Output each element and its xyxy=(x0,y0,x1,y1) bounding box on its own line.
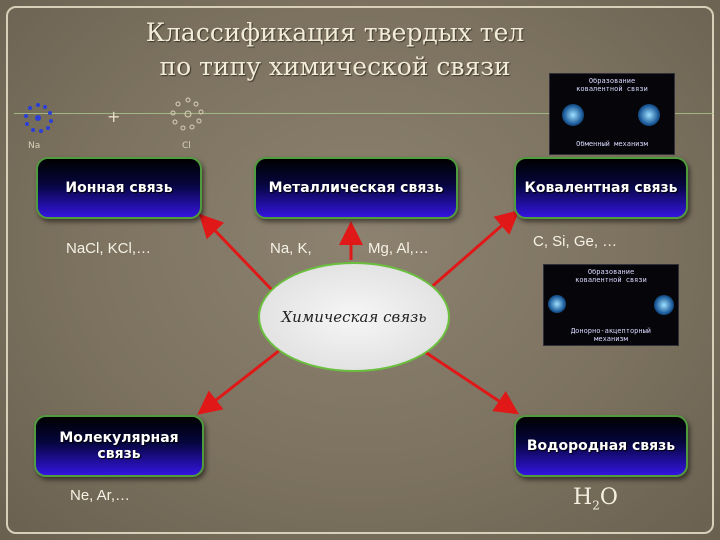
sodium-label: Na xyxy=(28,141,41,151)
exchange-inset-caption-3: Обменный механизм xyxy=(576,140,648,148)
sodium-ion-illustration xyxy=(24,103,53,133)
covalent-examples: C, Si, Ge, … xyxy=(533,233,618,250)
donor-acceptor-inset: Образование ковалентной связи Донорно-ак… xyxy=(543,264,679,346)
arrow-to-ionic xyxy=(198,213,274,292)
arrow-to-molecular xyxy=(197,348,281,415)
arrow-to-covalent xyxy=(427,210,520,292)
metallic-bond-label: Металлическая связь xyxy=(268,180,444,196)
atom-right-icon xyxy=(638,104,660,126)
arrow-to-hydrogen xyxy=(421,348,520,415)
covalent-bond-box: Ковалентная связь xyxy=(514,157,688,219)
ionic-examples: NaCl, KCl,… xyxy=(66,240,152,257)
hydrogen-bond-label: Водородная связь xyxy=(526,438,676,454)
covalent-bond-label: Ковалентная связь xyxy=(524,180,678,196)
donor-inset-caption-4: механизм xyxy=(594,335,628,343)
formula-o: O xyxy=(599,485,618,510)
divider-line xyxy=(14,113,714,114)
molecular-examples: Ne, Ar,… xyxy=(70,487,131,504)
donor-inset-caption-1: Образование xyxy=(587,268,635,276)
exchange-inset-caption-1: Образование xyxy=(588,77,636,85)
ionic-bond-label: Ионная связь xyxy=(65,180,173,196)
metallic-bond-box: Металлическая связь xyxy=(254,157,458,219)
molecular-bond-box: Молекулярная связь xyxy=(34,415,204,477)
water-formula: H2O xyxy=(573,485,618,512)
exchange-mechanism-inset: Образование ковалентной связи Обменный м… xyxy=(549,73,675,155)
exchange-inset-caption-2: ковалентной связи xyxy=(576,85,648,93)
molecular-bond-label: Молекулярная связь xyxy=(59,430,179,462)
donor-inset-caption-2: ковалентной связи xyxy=(575,276,647,284)
chemical-bond-center: Химическая связь xyxy=(258,262,450,372)
chlorine-label: Cl xyxy=(182,141,191,151)
title-line-1: Классификация твердых тел xyxy=(145,18,525,47)
formula-subscript: 2 xyxy=(592,498,600,513)
donor-atom-icon xyxy=(548,295,566,313)
center-label: Химическая связь xyxy=(281,308,427,326)
formula-h: H xyxy=(573,485,593,510)
ionic-bond-box: Ионная связь xyxy=(36,157,202,219)
metallic-examples-left: Na, K, xyxy=(270,240,312,257)
plus-sign: + xyxy=(107,107,121,126)
hydrogen-bond-box: Водородная связь xyxy=(514,415,688,477)
acceptor-atom-icon xyxy=(654,295,674,315)
slide-title: Классификация твердых тел по типу химиче… xyxy=(130,16,540,84)
metallic-examples-right: Mg, Al,… xyxy=(368,240,429,257)
title-line-2: по типу химической связи xyxy=(159,52,511,81)
chlorine-ion-illustration xyxy=(170,97,204,131)
donor-inset-caption-3: Донорно-акцепторный xyxy=(570,327,652,335)
atom-left-icon xyxy=(562,104,584,126)
